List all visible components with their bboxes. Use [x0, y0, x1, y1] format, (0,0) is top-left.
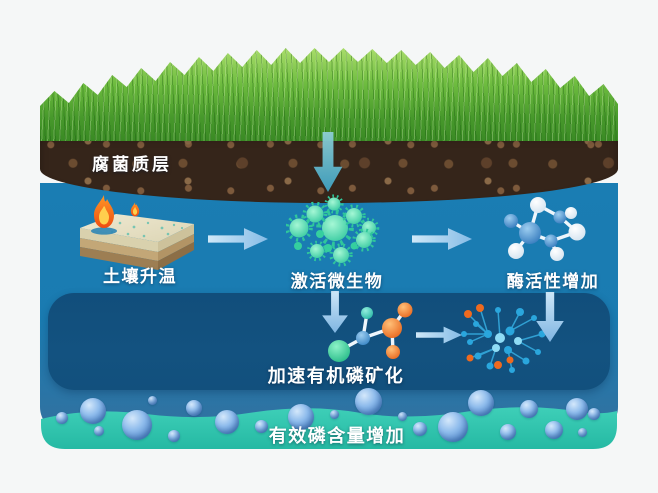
- phosphate-bubble: [413, 422, 427, 436]
- phosphate-bubble: [215, 410, 239, 434]
- soil-block-icon: [80, 195, 194, 270]
- step-label-soil-warming: 土壤升温: [103, 267, 177, 286]
- phosphate-bubble: [186, 400, 202, 416]
- phosphate-bubble: [468, 390, 494, 416]
- phosphate-bubble: [148, 396, 157, 405]
- organic-phosphorus-molecule-icon: [328, 302, 413, 362]
- phosphate-bubble: [500, 424, 516, 440]
- phosphate-bubble: [255, 420, 268, 433]
- step-label-enzyme-activity: 酶活性增加: [506, 272, 600, 291]
- microbes-cluster-icon: [286, 194, 380, 267]
- phosphate-bubble: [330, 410, 339, 419]
- step-label-mineralization: 加速有机磷矿化: [267, 366, 405, 386]
- humus-layer-label: 腐菌质层: [92, 155, 172, 174]
- grass-layer: [40, 48, 618, 141]
- phosphate-bubble: [168, 430, 180, 442]
- phosphate-bubble: [80, 398, 106, 424]
- phosphate-bubble: [520, 400, 538, 418]
- phosphate-bubble: [56, 412, 68, 424]
- phosphate-bubble: [578, 428, 587, 437]
- phosphate-bubble: [545, 421, 563, 439]
- enzyme-molecule-icon: [504, 197, 586, 261]
- phosphate-bubble: [355, 388, 382, 415]
- phosphate-bubble: [122, 410, 152, 440]
- phosphate-bubble: [94, 426, 104, 436]
- phosphate-bubble: [398, 412, 407, 421]
- step-label-activate-microbes: 激活微生物: [290, 272, 384, 291]
- phosphate-bubble: [438, 412, 468, 442]
- phosphate-bubble: [588, 408, 600, 420]
- available-phosphorus-layer: [41, 407, 617, 449]
- phosphate-bubble: [566, 398, 588, 420]
- phosphate-bubble: [288, 404, 314, 430]
- microbe: [286, 194, 380, 267]
- step-label-phosphorus-increase: 有效磷含量增加: [268, 426, 406, 446]
- dispersed-phosphate-network-icon: [461, 304, 546, 373]
